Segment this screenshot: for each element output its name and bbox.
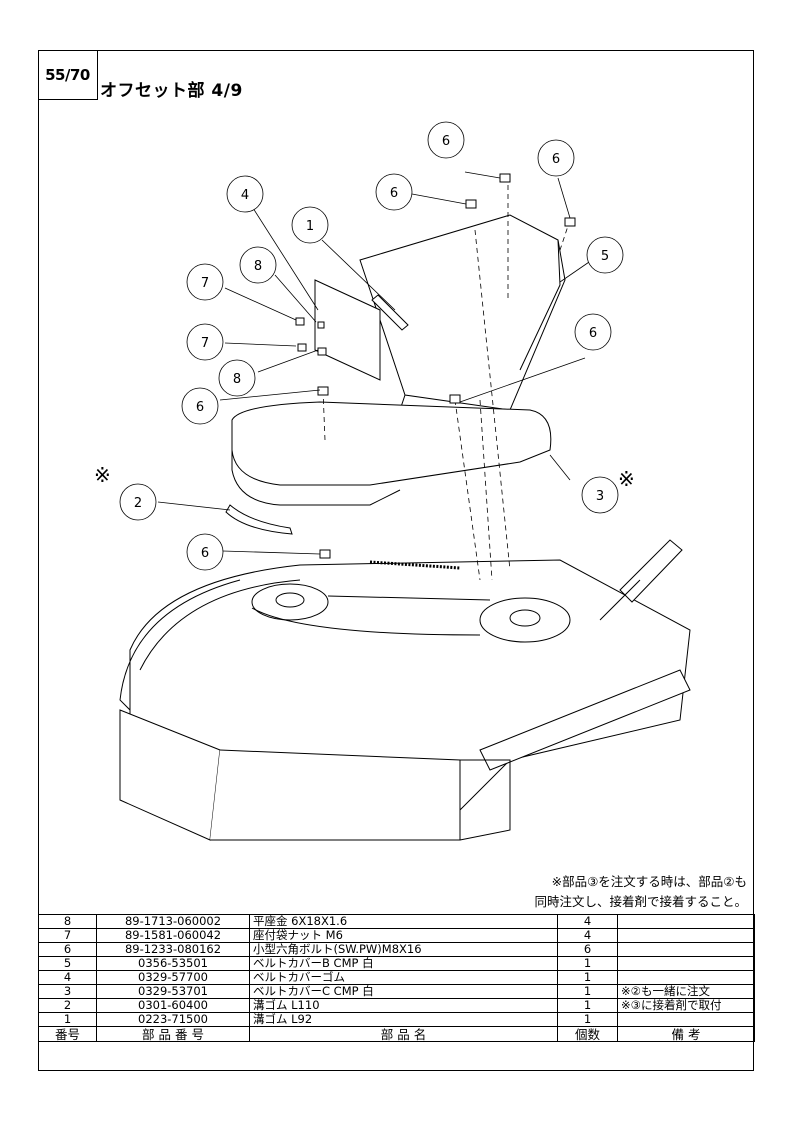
quantity: 1: [557, 970, 618, 985]
parts-table: 8 89-1713-060002 平座金 6X18X1.6 4 7 89-158…: [38, 914, 755, 1042]
part-number: 89-1233-080162: [96, 942, 250, 957]
header-remarks: 備 考: [617, 1026, 755, 1042]
remark: [617, 914, 755, 929]
callout-5: 5: [601, 249, 609, 264]
callout-6: 6: [201, 546, 209, 561]
order-note-line-1: ※部品③を注文する時は、部品②も: [551, 874, 747, 889]
remark: [617, 928, 755, 943]
callout-6: 6: [196, 400, 204, 415]
part-number: 0301-60400: [96, 998, 250, 1013]
quantity: 4: [557, 914, 618, 929]
part-number: 89-1581-060042: [96, 928, 250, 943]
part-name: ベルトカバーB CMP 白: [249, 956, 558, 971]
part-name: 溝ゴム L110: [249, 998, 558, 1013]
part-name: 平座金 6X18X1.6: [249, 914, 558, 929]
quantity: 4: [557, 928, 618, 943]
asterisk-mark-right: ※: [618, 467, 635, 491]
asterisk-mark-left: ※: [94, 463, 111, 487]
exploded-parts-diagram: 6 6 6 5 4 1 8 7 6 7 8 6 3 2 6: [119, 121, 691, 841]
quantity: 1: [557, 956, 618, 971]
belt-cover-rubber-shape: [314, 279, 381, 381]
callout-8: 8: [233, 372, 241, 387]
row-number: 5: [38, 956, 97, 971]
page-number: 55/70: [38, 50, 98, 100]
order-note: ※部品③を注文する時は、部品②も 同時注文し、接着剤で接着すること。: [534, 872, 747, 912]
part-number: 0329-53701: [96, 984, 250, 999]
remark: ※②も一緒に注文: [617, 984, 755, 999]
part-number: 0356-53501: [96, 956, 250, 971]
page-frame: [38, 50, 754, 1071]
row-number: 2: [38, 998, 97, 1013]
page-title: オフセット部 4/9: [100, 81, 243, 101]
row-number: 3: [38, 984, 97, 999]
part-number: 0223-71500: [96, 1012, 250, 1027]
table-row: 1 0223-71500 溝ゴム L92 1: [38, 1012, 755, 1027]
table-row: 7 89-1581-060042 座付袋ナット M6 4: [38, 928, 755, 943]
part-number: 0329-57700: [96, 970, 250, 985]
callout-8: 8: [254, 259, 262, 274]
callout-3: 3: [596, 489, 604, 504]
row-number: 6: [38, 942, 97, 957]
remark: ※③に接着剤で取付: [617, 998, 755, 1013]
quantity: 6: [557, 942, 618, 957]
callout-6: 6: [589, 326, 597, 341]
row-number: 1: [38, 1012, 97, 1027]
remark: [617, 942, 755, 957]
table-row: 3 0329-53701 ベルトカバーC CMP 白 1 ※②も一緒に注文: [38, 984, 755, 999]
part-name: 小型六角ボルト(SW.PW)M8X16: [249, 942, 558, 957]
header-quantity: 個数: [557, 1026, 618, 1042]
quantity: 1: [557, 998, 618, 1013]
part-name: ベルトカバーゴム: [249, 970, 558, 985]
part-name: 座付袋ナット M6: [249, 928, 558, 943]
remark: [617, 970, 755, 985]
table-header-row: 番号 部 品 番 号 部 品 名 個数 備 考: [38, 1026, 755, 1042]
part-number: 89-1713-060002: [96, 914, 250, 929]
table-row: 4 0329-57700 ベルトカバーゴム 1: [38, 970, 755, 985]
callout-1: 1: [306, 219, 314, 234]
callout-4: 4: [241, 188, 249, 203]
quantity: 1: [557, 1012, 618, 1027]
table-row: 6 89-1233-080162 小型六角ボルト(SW.PW)M8X16 6: [38, 942, 755, 957]
belt-cover-c-shape: [231, 401, 552, 486]
table-row: 5 0356-53501 ベルトカバーB CMP 白 1: [38, 956, 755, 971]
row-number: 4: [38, 970, 97, 985]
callout-2: 2: [134, 496, 142, 511]
header-part-name: 部 品 名: [249, 1026, 558, 1042]
header-part-number: 部 品 番 号: [96, 1026, 250, 1042]
row-number: 7: [38, 928, 97, 943]
row-number: 8: [38, 914, 97, 929]
remark: [617, 956, 755, 971]
callout-6: 6: [390, 186, 398, 201]
quantity: 1: [557, 984, 618, 999]
table-row: 2 0301-60400 溝ゴム L110 1 ※③に接着剤で取付: [38, 998, 755, 1013]
order-note-line-2: 同時注文し、接着剤で接着すること。: [534, 894, 747, 909]
callout-6: 6: [552, 152, 560, 167]
callout-6: 6: [442, 134, 450, 149]
remark: [617, 1012, 755, 1027]
table-row: 8 89-1713-060002 平座金 6X18X1.6 4: [38, 914, 755, 929]
header-number: 番号: [38, 1026, 97, 1042]
part-name: ベルトカバーC CMP 白: [249, 984, 558, 999]
callout-7: 7: [201, 336, 209, 351]
part-name: 溝ゴム L92: [249, 1012, 558, 1027]
callout-7: 7: [201, 276, 209, 291]
